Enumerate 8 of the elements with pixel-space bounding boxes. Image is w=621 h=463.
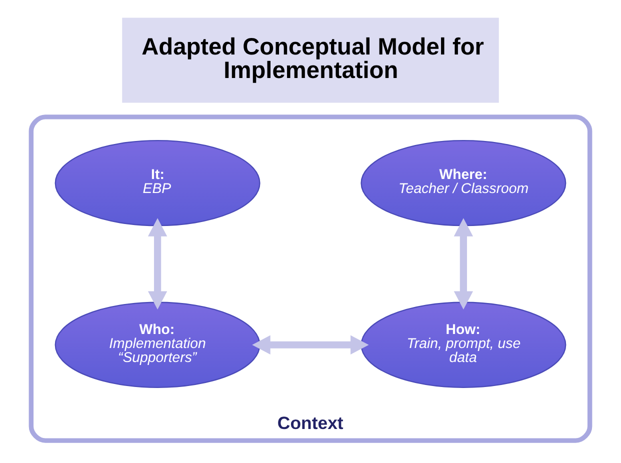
node-ellipse: It: EBP: [54, 140, 260, 226]
node-ellipse: Where: Teacher / Classroom: [360, 140, 566, 226]
arrow: [454, 218, 474, 310]
diagram-title: Adapted Conceptual Model for Implementation: [142, 34, 484, 84]
node-ellipse: Who: Implementation “Supporters”: [54, 302, 260, 388]
arrow: [148, 218, 168, 310]
arrow: [252, 335, 369, 354]
node-ellipse: How: Train, prompt, use data: [360, 302, 566, 388]
